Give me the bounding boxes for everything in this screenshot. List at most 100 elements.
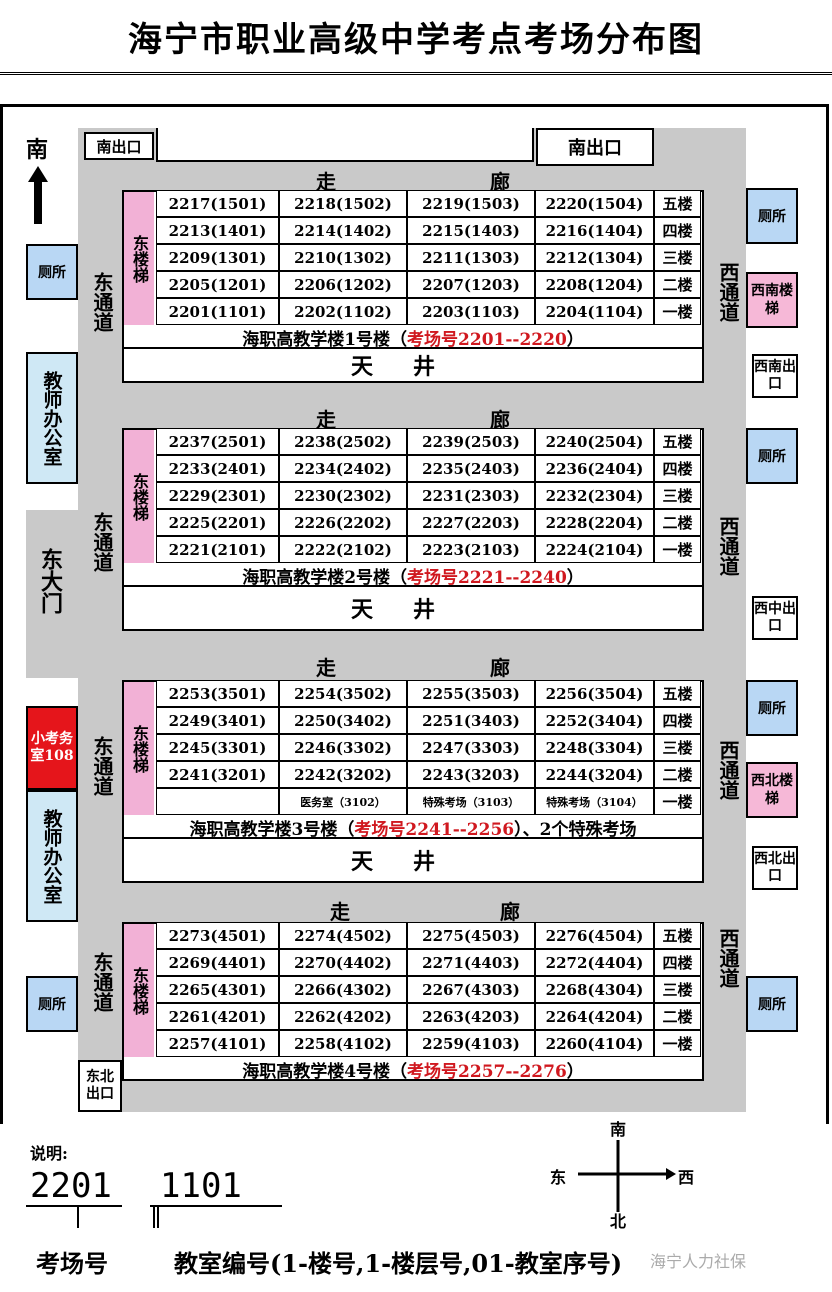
building-name-suffix: ） xyxy=(566,1061,584,1082)
corridor-label-2b: 廊 xyxy=(490,408,510,432)
building-name-1: 海职高教学楼1号楼（考场号2201--2220） xyxy=(124,325,702,350)
compass-arrow-label: 南 xyxy=(26,137,49,163)
floor-label: 五楼 xyxy=(654,680,701,707)
room-cell: 2240(2504) xyxy=(535,428,654,455)
room-grid-3: 2253(3501)2254(3502)2255(3503)2256(3504)… xyxy=(156,680,701,815)
room-cell: 2276(4504) xyxy=(535,922,654,949)
room-cell: 2270(4402) xyxy=(279,949,407,976)
room-grid-2: 2237(2501)2238(2502)2239(2503)2240(2504)… xyxy=(156,428,701,563)
courtyard-1: 天井 xyxy=(122,347,704,383)
east-road-4: 东通道 xyxy=(90,952,114,1012)
compass-west: 西 xyxy=(678,1168,695,1187)
corridor-label-1b: 廊 xyxy=(490,170,510,194)
room-cell: 2274(4502) xyxy=(279,922,407,949)
room-cell: 2202(1102) xyxy=(279,298,407,325)
teacher-office-1: 教师办公室 xyxy=(26,352,78,484)
floor-label: 一楼 xyxy=(654,1030,701,1057)
room-cell: 2226(2202) xyxy=(279,509,407,536)
corridor-label-2a: 走 xyxy=(316,408,336,432)
west-middle-exit: 西中出口 xyxy=(752,596,798,640)
room-cell: 2272(4404) xyxy=(535,949,654,976)
room-cell: 2262(4202) xyxy=(279,1003,407,1030)
room-cell: 2264(4204) xyxy=(535,1003,654,1030)
building-exam-range: 考场号2201--2220 xyxy=(407,329,567,350)
room-cell: 2220(1504) xyxy=(535,190,654,217)
teacher-office-2: 教师办公室 xyxy=(26,790,78,922)
room-cell: 2238(2502) xyxy=(279,428,407,455)
exam-office-108: 小考务室108 xyxy=(26,706,78,790)
east-road-2: 东通道 xyxy=(90,512,114,572)
east-stairs-3: 东楼梯 xyxy=(124,682,154,815)
page-title: 海宁市职业高级中学考点考场分布图 xyxy=(0,0,832,75)
room-cell: 2263(4203) xyxy=(407,1003,535,1030)
room-cell: 2258(4102) xyxy=(279,1030,407,1057)
room-cell: 2236(2404) xyxy=(535,455,654,482)
frame-right xyxy=(826,104,829,1124)
room-cell: 2243(3203) xyxy=(407,761,535,788)
east-gate-label: 东大门 xyxy=(37,548,63,614)
room-cell: 2216(1404) xyxy=(535,217,654,244)
building-name-prefix: 海职高教学楼1号楼（ xyxy=(242,329,408,350)
room-cell: 特殊考场（3104） xyxy=(535,788,654,815)
room-cell xyxy=(156,788,279,815)
room-cell: 2256(3504) xyxy=(535,680,654,707)
floor-label: 五楼 xyxy=(654,428,701,455)
room-cell: 特殊考场（3103） xyxy=(407,788,535,815)
building-name-prefix: 海职高教学楼2号楼（ xyxy=(242,567,408,588)
northwest-exit: 西北出口 xyxy=(752,846,798,890)
toilet-right-3: 厕所 xyxy=(746,680,798,736)
east-stairs-2: 东楼梯 xyxy=(124,430,154,563)
room-cell: 2228(2204) xyxy=(535,509,654,536)
building-exam-range: 考场号2257--2276 xyxy=(407,1061,567,1082)
room-cell: 2261(4201) xyxy=(156,1003,279,1030)
room-cell: 2213(1401) xyxy=(156,217,279,244)
building-name-suffix: ） xyxy=(566,329,584,350)
room-cell: 2252(3404) xyxy=(535,707,654,734)
room-cell: 2267(4303) xyxy=(407,976,535,1003)
floor-label: 四楼 xyxy=(654,707,701,734)
room-cell: 医务室（3102） xyxy=(279,788,407,815)
toilet-left-2: 厕所 xyxy=(26,976,78,1032)
compass-rose-icon xyxy=(548,1116,698,1228)
room-cell: 2221(2101) xyxy=(156,536,279,563)
legend-lines xyxy=(26,1204,286,1230)
room-cell: 2265(4301) xyxy=(156,976,279,1003)
room-cell: 2204(1104) xyxy=(535,298,654,325)
compass-north: 北 xyxy=(610,1212,627,1231)
room-cell: 2237(2501) xyxy=(156,428,279,455)
floor-label: 三楼 xyxy=(654,482,701,509)
room-cell: 2239(2503) xyxy=(407,428,535,455)
east-stairs-1: 东楼梯 xyxy=(124,192,154,325)
room-cell: 2233(2401) xyxy=(156,455,279,482)
floor-label: 四楼 xyxy=(654,949,701,976)
corridor-label-4b: 廊 xyxy=(500,900,520,924)
room-cell: 2209(1301) xyxy=(156,244,279,271)
room-cell: 2207(1203) xyxy=(407,271,535,298)
room-cell: 2229(2301) xyxy=(156,482,279,509)
building-name-3: 海职高教学楼3号楼（考场号2241--2256）、2个特殊考场 xyxy=(124,815,702,840)
legend-heading: 说明: xyxy=(30,1144,68,1163)
room-cell: 2248(3304) xyxy=(535,734,654,761)
room-cell: 2234(2402) xyxy=(279,455,407,482)
room-cell: 2250(3402) xyxy=(279,707,407,734)
legend-caption-room: 考场号 xyxy=(36,1249,108,1278)
floor-label: 三楼 xyxy=(654,976,701,1003)
room-cell: 2224(2104) xyxy=(535,536,654,563)
building-name-prefix: 海职高教学楼4号楼（ xyxy=(242,1061,408,1082)
floor-label: 五楼 xyxy=(654,190,701,217)
east-road-3: 东通道 xyxy=(90,736,114,796)
toilet-right-4: 厕所 xyxy=(746,976,798,1032)
room-cell: 2271(4403) xyxy=(407,949,535,976)
west-road-2: 西通道 xyxy=(716,516,740,576)
west-road-1: 西通道 xyxy=(716,262,740,322)
compass-south: 南 xyxy=(610,1120,627,1139)
toilet-right-2: 厕所 xyxy=(746,428,798,484)
east-gate-ground xyxy=(26,510,80,678)
northwest-stairs: 西北楼梯 xyxy=(746,762,798,818)
room-cell: 2230(2302) xyxy=(279,482,407,509)
room-cell: 2249(3401) xyxy=(156,707,279,734)
room-grid-1: 2217(1501)2218(1502)2219(1503)2220(1504)… xyxy=(156,190,701,325)
room-cell: 2223(2103) xyxy=(407,536,535,563)
room-cell: 2235(2403) xyxy=(407,455,535,482)
floor-label: 四楼 xyxy=(654,217,701,244)
